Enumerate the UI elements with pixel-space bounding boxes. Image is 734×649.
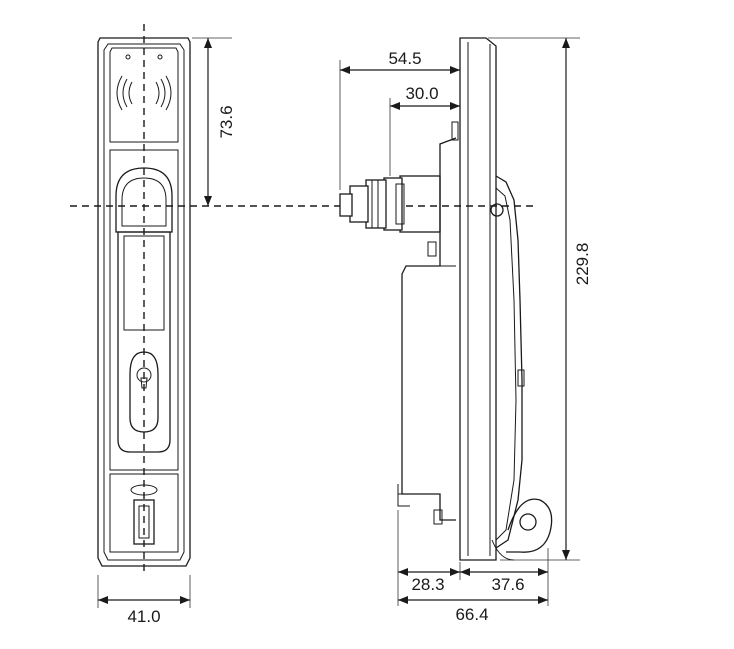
shaft-housing [399,175,441,233]
dim-handle-center-height: 73.6 [192,37,236,206]
rfid-head-panel [109,47,179,143]
side-view [339,37,553,561]
screw-dot [157,54,163,60]
keyhole-icon [136,367,152,389]
pivot-knob [490,203,504,217]
dim-overall-height: 229.8 [488,37,592,561]
loop-hole [519,513,537,531]
shaft-tip [339,193,353,217]
rfid-waves-icon [116,75,172,111]
side-handle-profile [495,175,523,549]
side-handle-inner [495,187,517,541]
front-body-bevel [103,43,185,561]
front-view [97,24,191,575]
cam-body [365,179,387,229]
dim-label-handle-center-height: 73.6 [217,105,236,138]
side-front-plate [459,37,497,561]
cam-collar [383,177,403,231]
handle-lever-inner [123,235,165,331]
dim-label-rear-depth: 28.3 [411,575,444,594]
upper-clip [427,241,437,257]
handle-grip [115,167,173,233]
hanging-loop [506,498,553,553]
shaft-nut [349,185,369,223]
front-body-outline [97,37,191,567]
dim-label-shaft-total: 54.5 [388,49,421,68]
handle-recess [109,149,179,471]
dim-label-shaft-inner: 30.0 [405,84,438,103]
dim-label-overall-height: 229.8 [573,243,592,286]
dim-label-front-width: 41.0 [127,607,160,626]
handle-grip-inner [121,177,167,227]
dim-rear-depth: 28.3 [398,568,460,594]
dim-label-front-depth: 37.6 [491,575,524,594]
lower-clip [433,509,443,525]
dim-label-overall-depth: 66.4 [455,605,488,624]
side-handle-notch [517,369,525,387]
bracket-side-line [397,484,410,507]
dim-front-width: 41.0 [97,575,191,626]
top-tab [451,121,459,141]
screw-dot [125,54,131,60]
dim-front-depth: 37.6 [460,568,548,594]
dim-overall-depth: 66.4 [398,596,548,624]
handle-lever [117,231,171,453]
dim-shaft-length-inner: 30.0 [389,84,460,176]
lock-cylinder [129,351,159,433]
shaft-washer [395,183,405,225]
dim-shaft-length-total: 54.5 [339,49,460,190]
rear-housing [401,137,457,521]
lower-panel [109,473,179,553]
